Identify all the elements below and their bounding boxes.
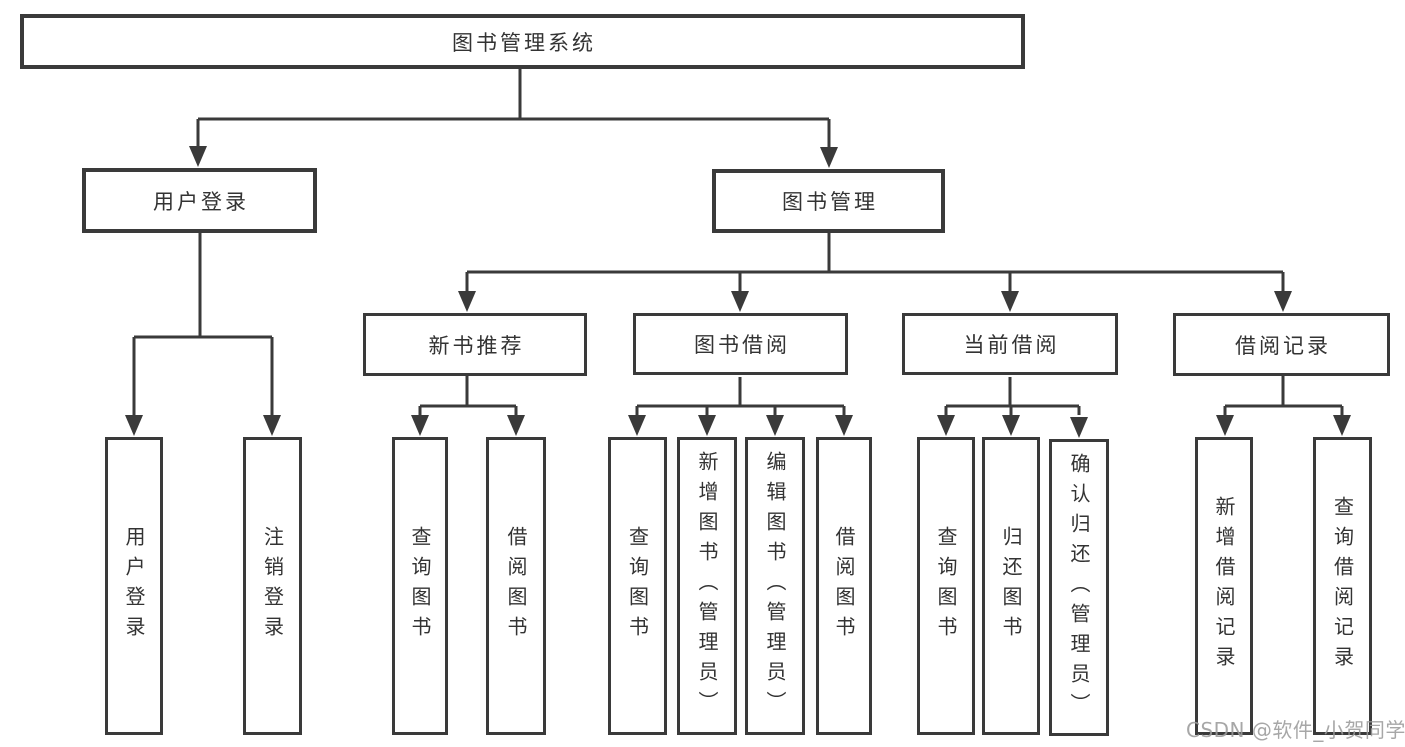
leaf-borrow-books-recommend: 借阅图书 [486, 437, 546, 735]
node-borrow-records: 借阅记录 [1173, 313, 1390, 376]
csdn-watermark: CSDN @软件_小贺同学 [1186, 718, 1405, 742]
leaf-query-books-recommend: 查询图书 [392, 437, 448, 735]
node-root-system: 图书管理系统 [20, 14, 1025, 69]
node-current-borrow: 当前借阅 [902, 313, 1118, 375]
leaf-user-login: 用户登录 [105, 437, 163, 735]
leaf-borrow-books: 借阅图书 [816, 437, 872, 735]
node-new-book-recommend: 新书推荐 [363, 313, 587, 376]
leaf-query-borrow-record: 查询借阅记录 [1313, 437, 1372, 735]
leaf-add-books-admin: 新增图书（管理员） [677, 437, 737, 735]
leaf-return-books: 归还图书 [982, 437, 1040, 735]
node-user-login-module: 用户登录 [82, 168, 317, 233]
leaf-confirm-return-admin: 确认归还（管理员） [1049, 439, 1109, 736]
leaf-edit-books-admin: 编辑图书（管理员） [745, 437, 805, 735]
leaf-query-books-current: 查询图书 [917, 437, 975, 735]
leaf-logout: 注销登录 [243, 437, 302, 735]
leaf-query-books-borrow: 查询图书 [608, 437, 667, 735]
node-book-borrow: 图书借阅 [633, 313, 848, 375]
leaf-add-borrow-record: 新增借阅记录 [1195, 437, 1253, 735]
arrowheads [125, 146, 1351, 438]
node-book-management-module: 图书管理 [712, 169, 945, 233]
